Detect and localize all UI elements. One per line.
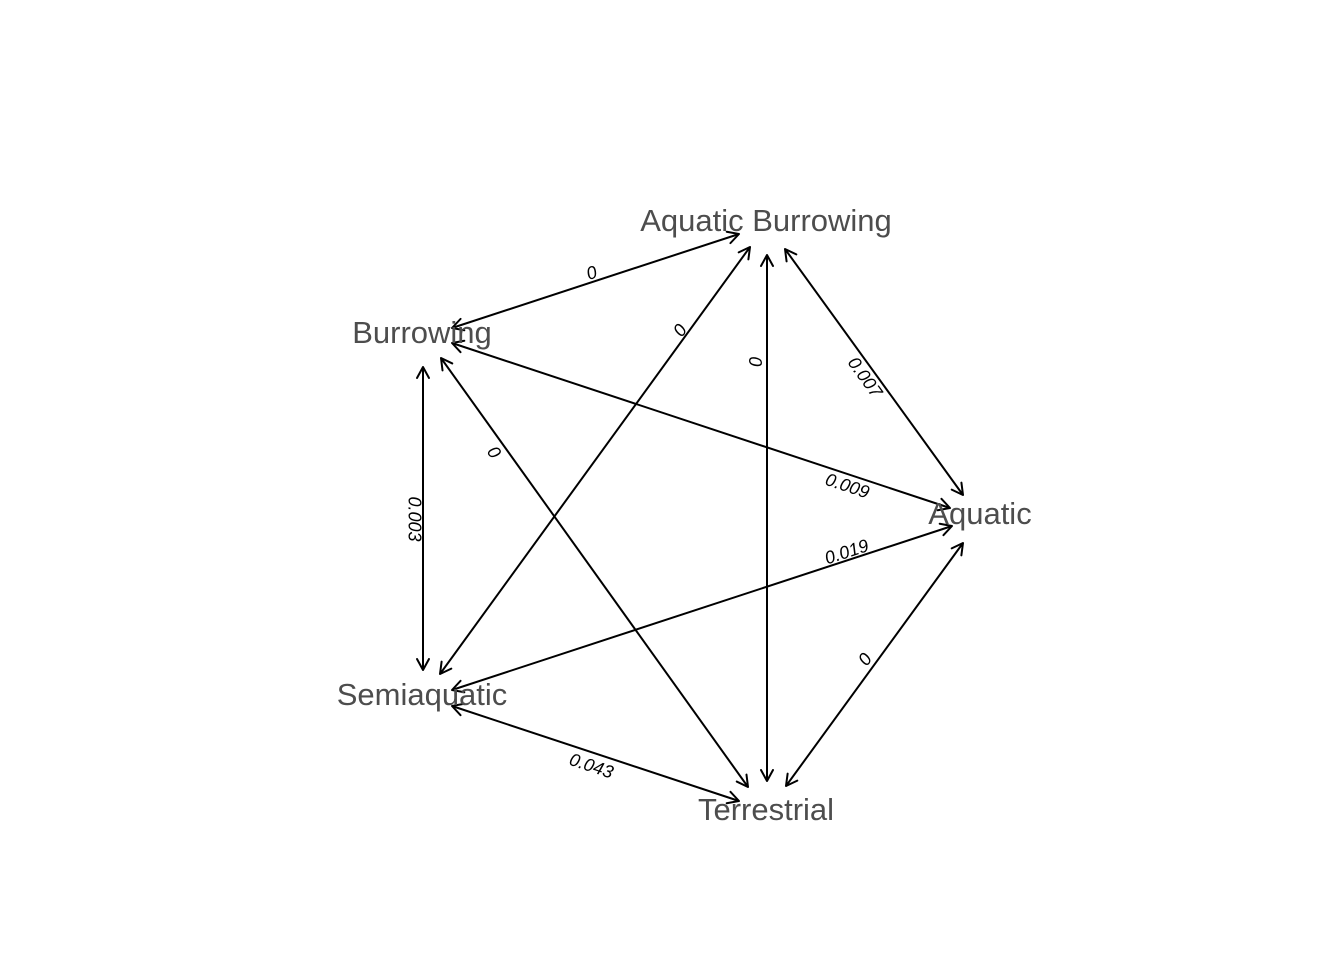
edge-burrowing-aquatic_burrowing (451, 230, 740, 332)
edge-label: 0.007 (844, 353, 887, 402)
arrow-head-start (439, 660, 453, 675)
node-label-aquatic: Aquatic (928, 496, 1031, 531)
edge-line (784, 248, 964, 496)
node-label-aquatic-burrowing: Aquatic Burrowing (640, 203, 892, 238)
arrow-head-start (451, 339, 466, 354)
edge-line (451, 233, 740, 329)
arrow-head-end (735, 773, 749, 788)
edge-label: 0 (746, 357, 766, 367)
arrow-head-start (950, 542, 964, 557)
edge-terrestrial-aquatic (785, 542, 964, 787)
nodes-layer: Aquatic BurrowingBurrowingAquaticSemiaqu… (337, 203, 1032, 827)
arrow-head-end (737, 246, 751, 261)
edge-label: 0 (584, 262, 600, 284)
edge-burrowing-semiaquatic (416, 366, 430, 671)
edge-line (451, 705, 740, 802)
edge-aquatic-aquatic_burrowing (784, 248, 964, 496)
edge-line (451, 525, 953, 691)
arrow-head-start (760, 769, 774, 782)
edge-label: 0.043 (567, 749, 616, 782)
edge-semiaquatic-terrestrial (451, 702, 740, 805)
arrow-head-start (451, 679, 466, 694)
edges-layer (416, 230, 964, 805)
arrow-head-start (950, 481, 964, 496)
edge-label: 0.019 (822, 535, 871, 568)
edge-line (440, 357, 749, 788)
arrow-head-end (938, 522, 953, 537)
edge-line (785, 542, 964, 787)
edge-label: 0 (483, 442, 505, 462)
edge-label: 0 (669, 320, 691, 340)
arrow-head-end (725, 230, 740, 245)
edge-label: 0.003 (404, 496, 424, 541)
edge-semiaquatic-aquatic_burrowing (439, 246, 751, 675)
arrow-head-end (784, 248, 798, 263)
node-label-terrestrial: Terrestrial (698, 792, 834, 827)
arrow-head-end (785, 772, 799, 787)
arrow-head-end (936, 497, 951, 512)
arrow-head-end (725, 790, 740, 805)
arrow-head-end (416, 658, 430, 671)
edge-line (439, 246, 751, 675)
arrow-head-start (451, 702, 466, 717)
edge-semiaquatic-aquatic (451, 522, 953, 694)
edge-line (451, 342, 951, 509)
arrow-head-start (451, 317, 466, 332)
node-label-semiaquatic: Semiaquatic (337, 677, 508, 712)
node-label-burrowing: Burrowing (352, 315, 492, 350)
edge-terrestrial-aquatic_burrowing (760, 254, 774, 782)
edge-burrowing-terrestrial (440, 357, 749, 788)
arrow-head-end (760, 254, 774, 267)
arrow-head-start (416, 366, 430, 379)
arrow-head-start (440, 357, 454, 372)
edge-burrowing-aquatic (451, 339, 951, 512)
